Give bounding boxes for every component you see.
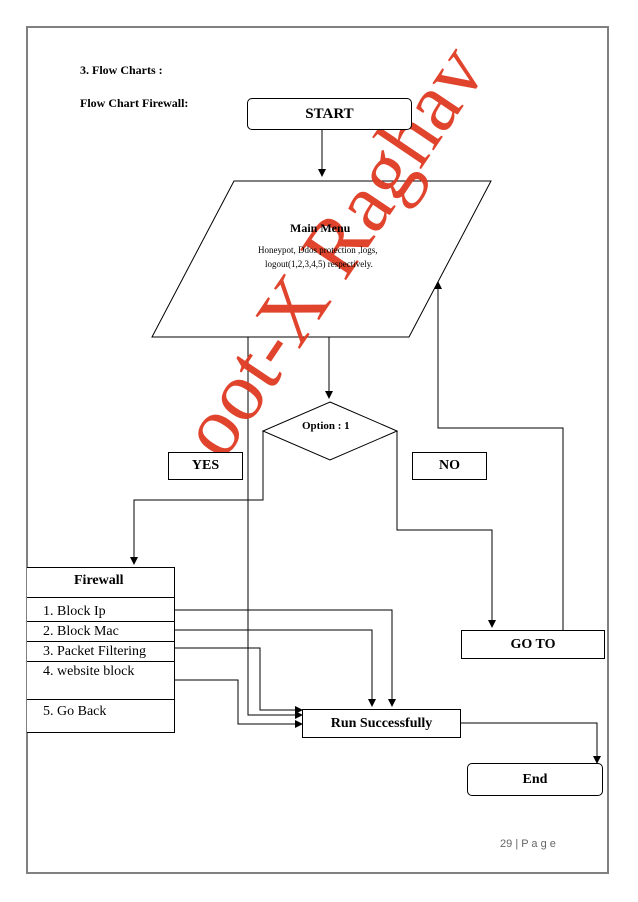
arrow-website-to-run xyxy=(175,679,303,728)
option-diamond xyxy=(261,401,399,461)
arrow-blockmac-to-run xyxy=(175,629,376,707)
arrow-option-to-goto xyxy=(396,431,496,628)
arrow-goto-to-menu xyxy=(434,281,564,630)
option-label: Option : 1 xyxy=(302,420,350,432)
firewall-item-website-block: 4. website block xyxy=(27,662,175,700)
arrow-packet-to-run xyxy=(175,647,303,714)
page-number: 29 xyxy=(500,838,513,850)
firewall-item-go-back: 5. Go Back xyxy=(43,704,107,719)
end-node: End xyxy=(467,763,603,796)
arrow-option-to-firewall xyxy=(130,431,264,565)
firewall-box xyxy=(27,567,175,733)
page-border xyxy=(26,26,609,874)
sub-heading: Flow Chart Firewall: xyxy=(80,96,189,110)
no-label: NO xyxy=(412,452,487,480)
arrow-run-to-end xyxy=(461,722,601,764)
yes-label: YES xyxy=(168,452,243,480)
arrow-blockip-to-run xyxy=(175,609,396,707)
firewall-divider xyxy=(27,597,175,598)
page-footer: 29 | P a g e xyxy=(500,838,556,850)
arrow-menu-to-run xyxy=(247,337,303,719)
run-successfully-node: Run Successfully xyxy=(302,709,461,738)
page-label: P a g e xyxy=(521,838,556,850)
section-heading: 3. Flow Charts : xyxy=(80,63,163,77)
start-node: START xyxy=(247,98,412,130)
firewall-item-block-ip: 1. Block Ip xyxy=(27,602,175,622)
main-menu-line1: Honeypot, Ddos protection ,logs, xyxy=(258,245,378,255)
main-menu-title: Main Menu xyxy=(290,221,351,235)
firewall-title: Firewall xyxy=(74,573,124,588)
main-menu-line2: logout(1,2,3,4,5) respectively. xyxy=(265,259,373,269)
main-menu-shape xyxy=(151,180,492,338)
footer-separator: | xyxy=(515,838,519,850)
firewall-item-packet-filtering: 3. Packet Filtering xyxy=(27,642,175,662)
goto-node: GO TO xyxy=(461,630,605,659)
firewall-item-block-mac: 2. Block Mac xyxy=(27,622,175,642)
